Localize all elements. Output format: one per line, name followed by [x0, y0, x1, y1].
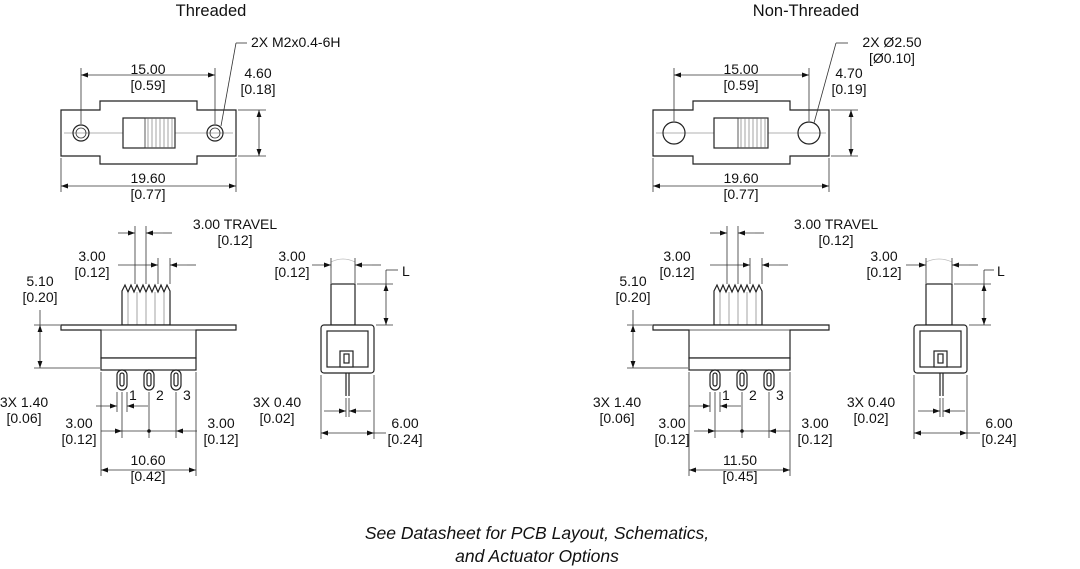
- non-threaded-pin-1-label: 1: [722, 387, 730, 403]
- threaded-act-height-dim: 5.10: [26, 273, 53, 289]
- non-threaded-pin-3-label: 3: [776, 387, 784, 403]
- threaded-pin-1-label: 1: [129, 387, 137, 403]
- non-threaded-panel: Non-Threaded 15.00 [0.59] 2X Ø2.50: [593, 2, 1017, 484]
- non-threaded-side-width-dim-inch: [0.24]: [981, 431, 1016, 447]
- non-threaded-act-height-dim: 5.10: [619, 273, 646, 289]
- non-threaded-top-length-dim: 19.60: [723, 170, 758, 186]
- non-threaded-top-view: [652, 100, 830, 165]
- non-threaded-hole-callout: 2X Ø2.50: [862, 34, 921, 50]
- non-threaded-top-dimensions: 15.00 [0.59] 2X Ø2.50 [Ø0.10] 4.70 [0.19…: [652, 34, 922, 202]
- threaded-pin-3-label: 3: [183, 387, 191, 403]
- non-threaded-pitch-left-dim-inch: [0.12]: [654, 431, 689, 447]
- threaded-pin-2-label: 2: [156, 387, 164, 403]
- threaded-side-pin-dim-inch: [0.02]: [259, 410, 294, 426]
- threaded-pitch-right-dim-inch: [0.12]: [203, 431, 238, 447]
- non-threaded-hole-callout-inch: [Ø0.10]: [869, 50, 915, 66]
- threaded-act-width-dim-inch: [0.12]: [74, 264, 109, 280]
- threaded-top-dimensions: 15.00 [0.59] 2X M2x0.4-6H 4.60 [0.18] 19…: [60, 34, 340, 202]
- threaded-pin-dia-dim-inch: [0.06]: [6, 410, 41, 426]
- non-threaded-body-width-dim: 11.50: [723, 452, 757, 468]
- non-threaded-side-view: [913, 258, 968, 396]
- threaded-side-act-width-dim: 3.00: [278, 248, 305, 264]
- non-threaded-side-act-width-dim: 3.00: [870, 248, 897, 264]
- non-threaded-pitch-right-dim-inch: [0.12]: [797, 431, 832, 447]
- non-threaded-side-pin-dim: 3X 0.40: [847, 394, 895, 410]
- non-threaded-top-width-dim-inch: [0.59]: [723, 77, 758, 93]
- threaded-top-height-dim: 4.60: [244, 65, 271, 81]
- threaded-panel: Threaded 15.00 [0.59]: [0, 2, 423, 484]
- threaded-side-view: [320, 258, 375, 396]
- non-threaded-pitch-right-dim: 3.00: [801, 415, 828, 431]
- threaded-top-length-dim: 19.60: [130, 170, 165, 186]
- threaded-top-view: [60, 100, 237, 165]
- non-threaded-front-view: 1 2 3: [652, 283, 830, 403]
- footer-note-line-2: and Actuator Options: [455, 546, 619, 566]
- threaded-body-width-dim: 10.60: [130, 452, 165, 468]
- non-threaded-side-pin-dim-inch: [0.02]: [853, 410, 888, 426]
- non-threaded-front-dimensions: 3.00 TRAVEL [0.12] 3.00 [0.12] 5.10 [0.2…: [593, 216, 878, 484]
- non-threaded-pin-dia-dim-inch: [0.06]: [599, 410, 634, 426]
- non-threaded-body-width-dim-inch: [0.45]: [722, 468, 757, 484]
- non-threaded-top-width-dim: 15.00: [723, 61, 758, 77]
- threaded-side-dimensions: 3.00 [0.12] L 3X 0.40 [0.02] 6.00 [0.24]: [253, 248, 423, 447]
- threaded-top-length-dim-inch: [0.77]: [130, 186, 165, 202]
- non-threaded-side-act-width-dim-inch: [0.12]: [866, 264, 901, 280]
- threaded-side-width-dim-inch: [0.24]: [387, 431, 422, 447]
- threaded-side-act-width-dim-inch: [0.12]: [274, 264, 309, 280]
- non-threaded-side-dimensions: 3.00 [0.12] L 3X 0.40 [0.02] 6.00 [0.24]: [847, 248, 1017, 447]
- non-threaded-act-width-dim: 3.00: [663, 248, 690, 264]
- threaded-hole-callout: 2X M2x0.4-6H: [251, 34, 340, 50]
- non-threaded-title: Non-Threaded: [753, 2, 859, 20]
- threaded-pitch-left-dim-inch: [0.12]: [61, 431, 96, 447]
- footer-note-line-1: See Datasheet for PCB Layout, Schematics…: [365, 523, 709, 543]
- threaded-side-pin-dim: 3X 0.40: [253, 394, 301, 410]
- non-threaded-top-height-dim: 4.70: [835, 65, 862, 81]
- threaded-pitch-left-dim: 3.00: [65, 415, 92, 431]
- threaded-title: Threaded: [176, 2, 247, 20]
- non-threaded-side-L-dim: L: [997, 263, 1005, 279]
- threaded-front-view: 1 2 3: [60, 283, 237, 403]
- non-threaded-pin-2-label: 2: [749, 387, 757, 403]
- threaded-pin-dia-dim: 3X 1.40: [0, 394, 48, 410]
- threaded-front-dimensions: 3.00 TRAVEL [0.12] 3.00 [0.12] 5.10 [0.2…: [0, 216, 277, 484]
- non-threaded-travel-dim-inch: [0.12]: [818, 232, 853, 248]
- threaded-pitch-right-dim: 3.00: [207, 415, 234, 431]
- threaded-act-height-dim-inch: [0.20]: [22, 289, 57, 305]
- threaded-top-height-dim-inch: [0.18]: [240, 81, 275, 97]
- threaded-side-L-dim: L: [402, 263, 410, 279]
- non-threaded-pin-dia-dim: 3X 1.40: [593, 394, 641, 410]
- non-threaded-side-width-dim: 6.00: [985, 415, 1012, 431]
- non-threaded-top-length-dim-inch: [0.77]: [723, 186, 758, 202]
- threaded-travel-dim: 3.00 TRAVEL: [193, 216, 278, 232]
- non-threaded-travel-dim: 3.00 TRAVEL: [794, 216, 879, 232]
- threaded-side-width-dim: 6.00: [391, 415, 418, 431]
- threaded-top-width-dim: 15.00: [130, 61, 165, 77]
- non-threaded-act-height-dim-inch: [0.20]: [615, 289, 650, 305]
- threaded-body-width-dim-inch: [0.42]: [130, 468, 165, 484]
- threaded-act-width-dim: 3.00: [78, 248, 105, 264]
- non-threaded-pitch-left-dim: 3.00: [658, 415, 685, 431]
- threaded-travel-dim-inch: [0.12]: [217, 232, 252, 248]
- non-threaded-act-width-dim-inch: [0.12]: [659, 264, 694, 280]
- threaded-top-width-dim-inch: [0.59]: [130, 77, 165, 93]
- non-threaded-top-height-dim-inch: [0.19]: [831, 81, 866, 97]
